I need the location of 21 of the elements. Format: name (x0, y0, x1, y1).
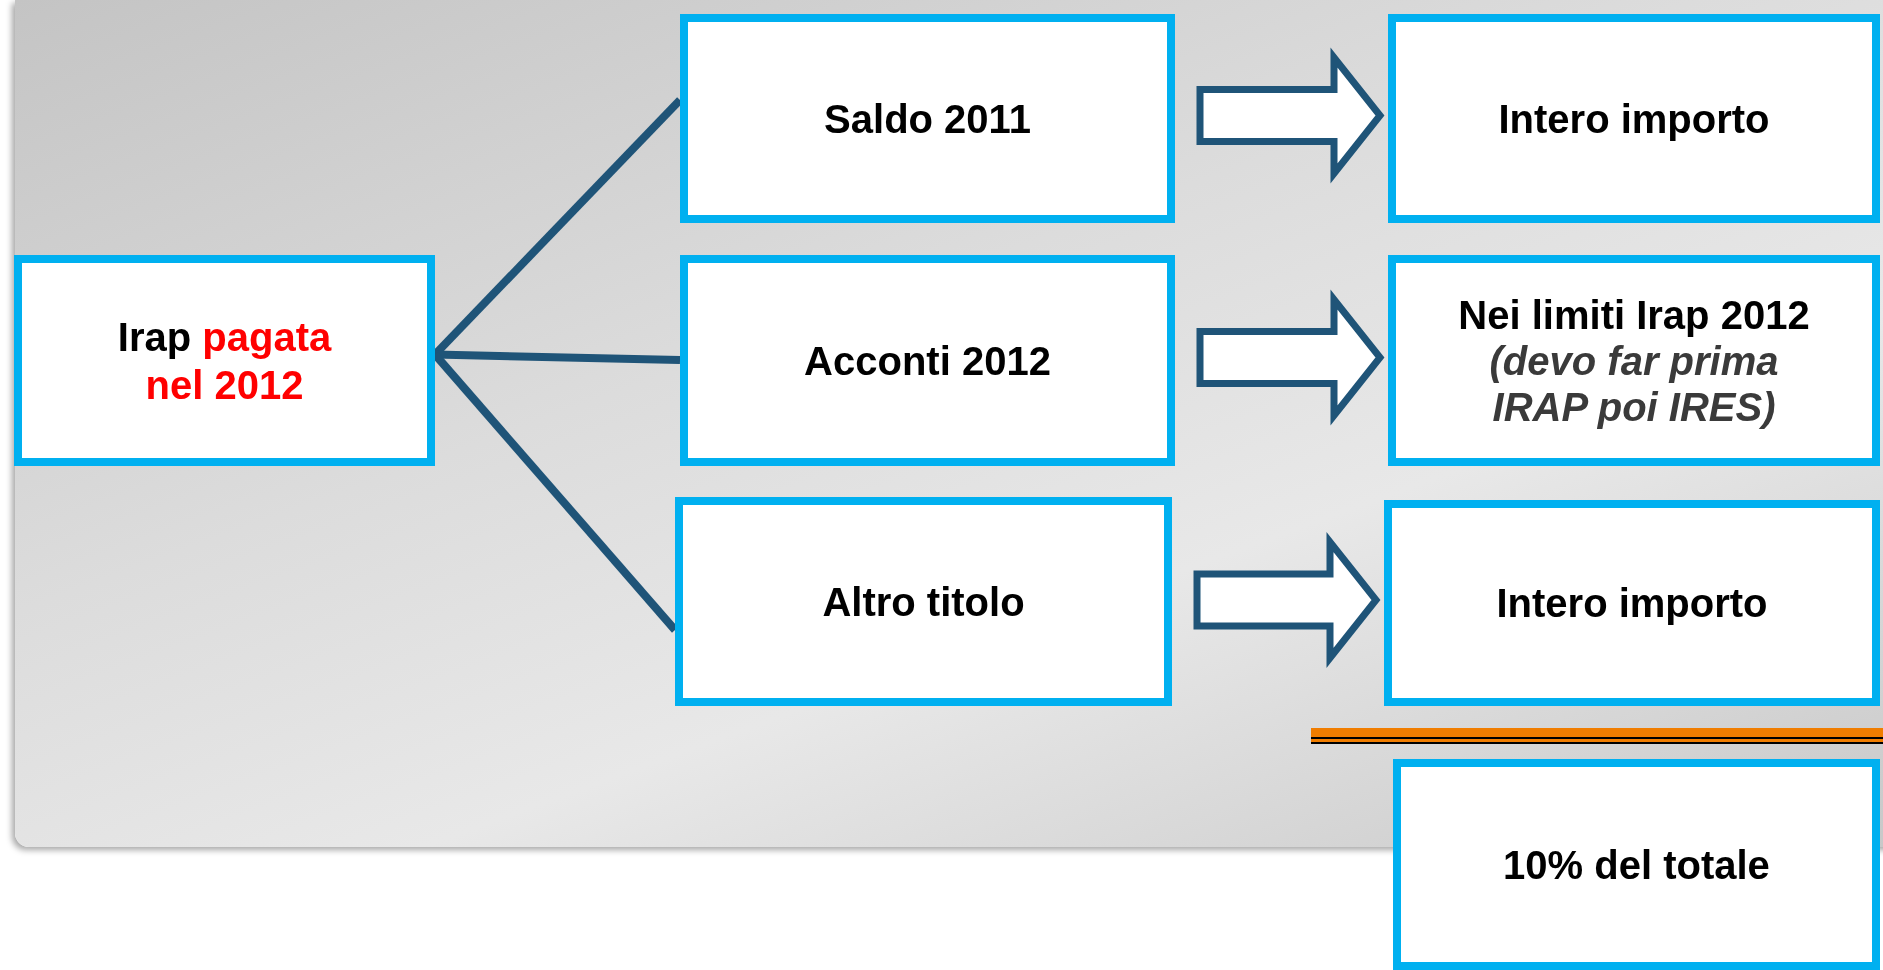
node-label: Acconti 2012 (804, 337, 1051, 384)
text-box (1384, 500, 1880, 706)
node-label: Irap pagata nel 2012 (116, 313, 333, 409)
node-label: Intero importo (1498, 95, 1770, 142)
node-label: 10% del totale (1503, 841, 1770, 888)
text-box (14, 255, 435, 466)
node-label: Nei limiti Irap 2012 (1458, 291, 1810, 338)
node-label: Intero importo (1496, 580, 1768, 626)
node-note: (devo far prima IRAP poi IRES) (1488, 337, 1780, 430)
text-box (680, 255, 1175, 466)
text-box (1388, 255, 1880, 466)
text-box (680, 14, 1175, 223)
block-arrow (1196, 47, 1385, 184)
node-label: Saldo 2011 (824, 95, 1031, 142)
node-label: Altro titolo (822, 578, 1025, 625)
text-box (675, 497, 1172, 706)
text-box (1393, 759, 1880, 970)
text-box (1388, 14, 1880, 223)
block-arrow (1193, 531, 1381, 669)
divider-bar (1311, 728, 1883, 744)
block-arrow (1196, 289, 1385, 426)
